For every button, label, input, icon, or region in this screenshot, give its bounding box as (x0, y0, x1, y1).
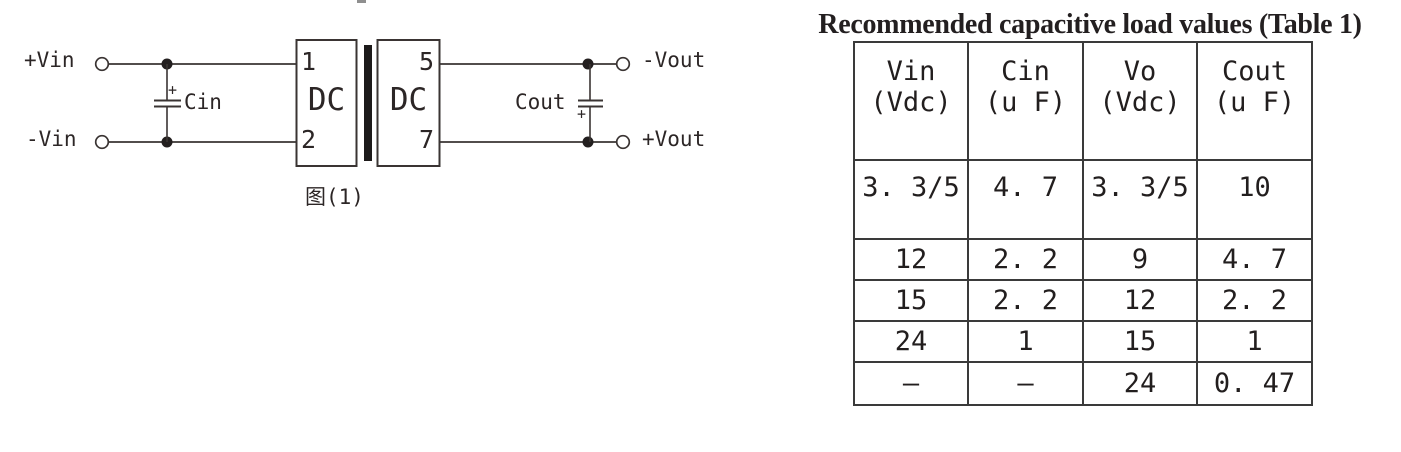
cout-label: Cout (515, 90, 566, 114)
table-cell: 12 (1084, 281, 1198, 322)
header-line: Cin (1001, 56, 1050, 87)
col-header-cin: Cin (u F) (969, 43, 1084, 161)
table-cell: 12 (855, 240, 969, 281)
vin-minus-label: -Vin (26, 127, 77, 151)
vout-plus-label: +Vout (642, 127, 706, 151)
table-cell: 1 (969, 322, 1084, 363)
circuit-shapes (94, 39, 631, 167)
dc-box-secondary (376, 39, 441, 167)
table-cell: 2. 2 (1198, 281, 1311, 322)
cout-polarity-plus-icon: + (577, 105, 587, 123)
table-cell: 24 (855, 322, 969, 363)
terminal-vout-minus (615, 56, 631, 72)
table-cell: 2. 2 (969, 281, 1084, 322)
isolation-bar (364, 45, 372, 161)
header-line: (Vdc) (870, 87, 952, 118)
capacitive-load-table: Vin (Vdc) Cin (u F) Vo (Vdc) Cout (u F) … (853, 41, 1313, 406)
table-cell: 0. 47 (1213, 368, 1296, 399)
pin-7-label: 7 (419, 125, 435, 154)
header-line: (u F) (1213, 87, 1296, 118)
pin-5-label: 5 (419, 47, 435, 76)
cropped-text-artifact (357, 0, 366, 3)
terminal-vin-minus (94, 134, 110, 150)
circuit-diagram: +Vin -Vin + Cin 1 2 DC DC 5 7 Cout + -Vo… (0, 0, 720, 230)
dc-label-secondary: DC (389, 82, 428, 118)
table-cell: 2. 2 (969, 240, 1084, 281)
table-cell: 15 (855, 281, 969, 322)
cin-polarity-plus-icon: + (168, 81, 178, 99)
table-cell: 24 (1084, 363, 1198, 404)
header-line: (u F) (984, 87, 1067, 118)
table-cell: 3. 3/5 (855, 161, 969, 240)
table-cell: 1 (1198, 322, 1311, 363)
table-cell: 4. 7 (1198, 240, 1311, 281)
header-line: Cout (1221, 56, 1288, 87)
dc-label-primary: DC (307, 82, 346, 118)
cin-label: Cin (184, 90, 222, 114)
pin-2-label: 2 (301, 125, 317, 154)
junction-dot (582, 58, 594, 70)
pin-1-label: 1 (301, 47, 317, 76)
table-cell: 4. 7 (969, 161, 1084, 240)
table-cell: – (855, 363, 969, 404)
header-line: Vin (886, 56, 936, 87)
col-header-cout: Cout (u F) (1198, 43, 1311, 161)
col-header-vo: Vo (Vdc) (1084, 43, 1198, 161)
table-cell: 15 (1084, 322, 1198, 363)
table-title: Recommended capacitive load values (Tabl… (818, 9, 1362, 40)
vin-plus-label: +Vin (24, 48, 75, 72)
table-cell: 10 (1198, 161, 1311, 240)
col-header-vin: Vin (Vdc) (855, 43, 969, 161)
figure-caption: 图(1) (305, 185, 364, 209)
terminal-vin-plus (94, 56, 110, 72)
terminal-vout-plus (615, 134, 631, 150)
table-cell: 3. 3/5 (1084, 161, 1198, 240)
table-cell: 9 (1084, 240, 1198, 281)
header-line: Vo (1123, 56, 1157, 87)
junction-dot (582, 136, 594, 148)
vout-minus-label: -Vout (642, 48, 706, 72)
table-cell: – (969, 363, 1084, 404)
header-line: (Vdc) (1099, 87, 1181, 118)
dc-box-primary (295, 39, 358, 167)
